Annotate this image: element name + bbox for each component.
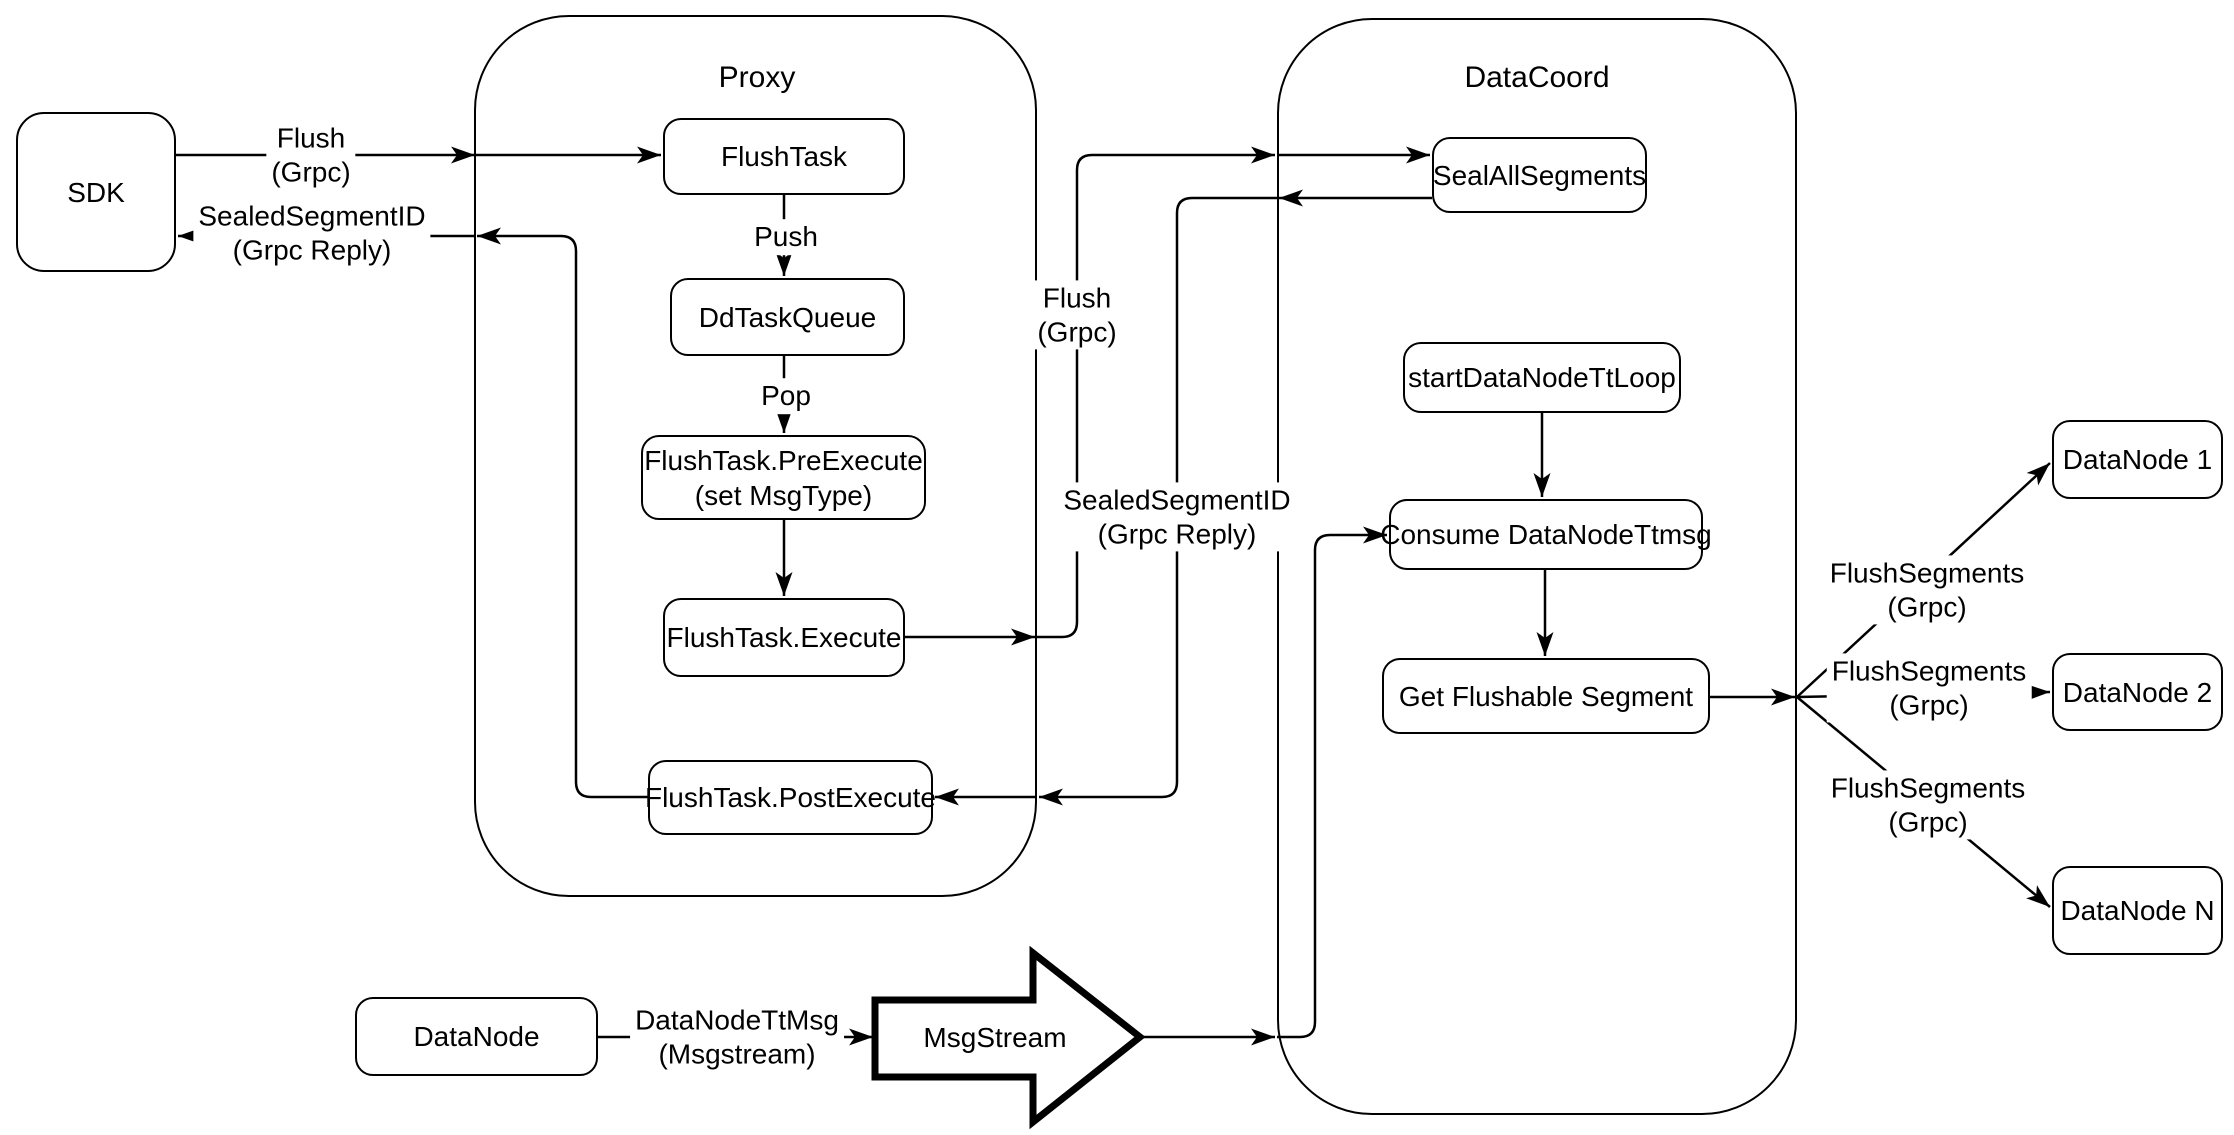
node-postexecute: FlushTask.PostExecute — [645, 760, 936, 835]
edge-label-sealedsegmentid-sdk: SealedSegmentID (Grpc Reply) — [193, 198, 431, 268]
node-msgstream-label: MsgStream — [923, 1022, 1067, 1053]
node-preexecute: FlushTask.PreExecute (set MsgType) — [641, 435, 926, 520]
node-execute: FlushTask.Execute — [663, 598, 905, 677]
node-datanode2: DataNode 2 — [2052, 653, 2223, 731]
container-title-proxy: Proxy — [718, 61, 796, 94]
edge-proxyborder-datacoordborder-flush — [1037, 146, 1275, 639]
edge-label-sealedsegmentid-mid: SealedSegmentID (Grpc Reply) — [1058, 482, 1296, 552]
edge-label-pop: Pop — [756, 378, 816, 414]
edge-label-push: Push — [749, 219, 823, 255]
node-datanode1: DataNode 1 — [2052, 420, 2223, 499]
node-datanoden: DataNode N — [2052, 866, 2223, 955]
node-datanode-bottom: DataNode — [355, 997, 598, 1076]
edge-label-flush-grpc-sdk: Flush (Grpc) — [266, 120, 356, 190]
edge-label-datanodettmsg: DataNodeTtMsg (Msgstream) — [630, 1002, 844, 1072]
node-flushtask: FlushTask — [663, 118, 905, 195]
node-sealallsegments: SealAllSegments — [1432, 137, 1647, 213]
container-title-datacoord: DataCoord — [1464, 61, 1610, 94]
edge-label-flush-grpc-mid: Flush (Grpc) — [1032, 280, 1122, 350]
node-getflushablesegment: Get Flushable Segment — [1382, 658, 1710, 734]
node-sdk: SDK — [16, 112, 176, 272]
edge-label-flushsegments-3: FlushSegments (Grpc) — [1825, 770, 2031, 840]
edge-label-flushsegments-1: FlushSegments (Grpc) — [1824, 555, 2030, 625]
node-consumedatanodettmsg: Consume DataNodeTtmsg — [1380, 499, 1712, 570]
node-startdatanodettloop: startDataNodeTtLoop — [1403, 342, 1681, 413]
edge-label-flushsegments-2: FlushSegments (Grpc) — [1826, 653, 2032, 723]
node-ddtaskqueue: DdTaskQueue — [670, 278, 905, 356]
